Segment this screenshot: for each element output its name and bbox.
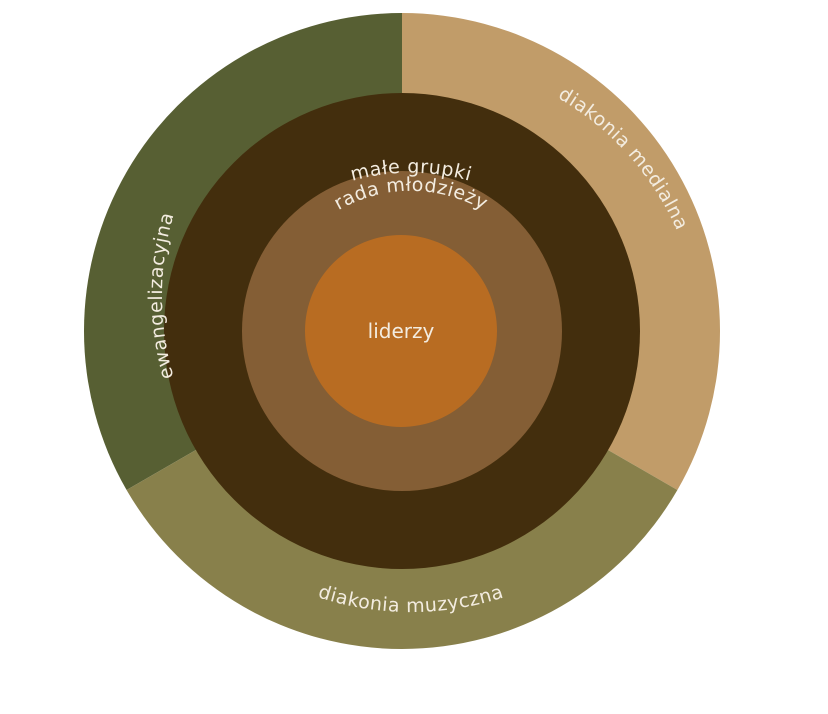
center-circle-liderzy (305, 235, 497, 427)
label-liderzy: liderzy (368, 319, 435, 343)
